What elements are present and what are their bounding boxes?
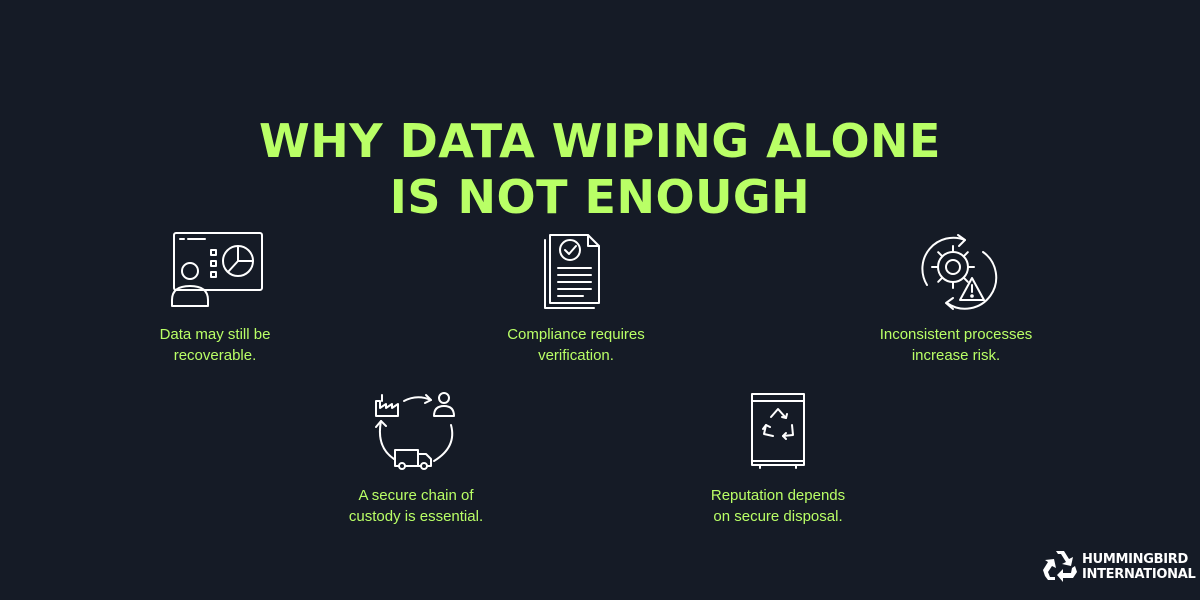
gear-warning-icon xyxy=(921,234,998,310)
item-caption: Compliance requires verification. xyxy=(507,326,645,364)
item-caption: A secure chain of custody is essential. xyxy=(348,487,484,525)
item-caption: Inconsistent processes increase risk. xyxy=(879,326,1033,364)
custody-cycle-icon xyxy=(375,392,455,470)
item-chain-of-custody: A secure chain of custody is essential. xyxy=(296,389,536,527)
item-secure-disposal: Reputation depends on secure disposal. xyxy=(658,389,898,527)
item-caption: Data may still be recoverable. xyxy=(159,326,271,364)
recycling-bin-icon xyxy=(751,393,805,469)
item-inconsistent-processes: Inconsistent processes increase risk. xyxy=(836,230,1076,366)
recycle-logo-icon xyxy=(1043,551,1077,582)
logo-text: HUMMINGBIRD INTERNATIONAL xyxy=(1082,552,1196,582)
item-compliance-verification: Compliance requires verification. xyxy=(456,230,696,366)
page-title: WHY DATA WIPING ALONE IS NOT ENOUGH xyxy=(0,113,1200,225)
document-checkmark-icon xyxy=(544,234,600,309)
presentation-dashboard-icon xyxy=(171,232,263,307)
title-line-2: IS NOT ENOUGH xyxy=(389,169,811,224)
title-line-1: WHY DATA WIPING ALONE xyxy=(259,113,941,168)
item-caption: Reputation depends on secure disposal. xyxy=(710,487,846,525)
brand-logo: HUMMINGBIRD INTERNATIONAL xyxy=(1042,547,1196,587)
item-data-recoverable: Data may still be recoverable. xyxy=(95,230,335,366)
